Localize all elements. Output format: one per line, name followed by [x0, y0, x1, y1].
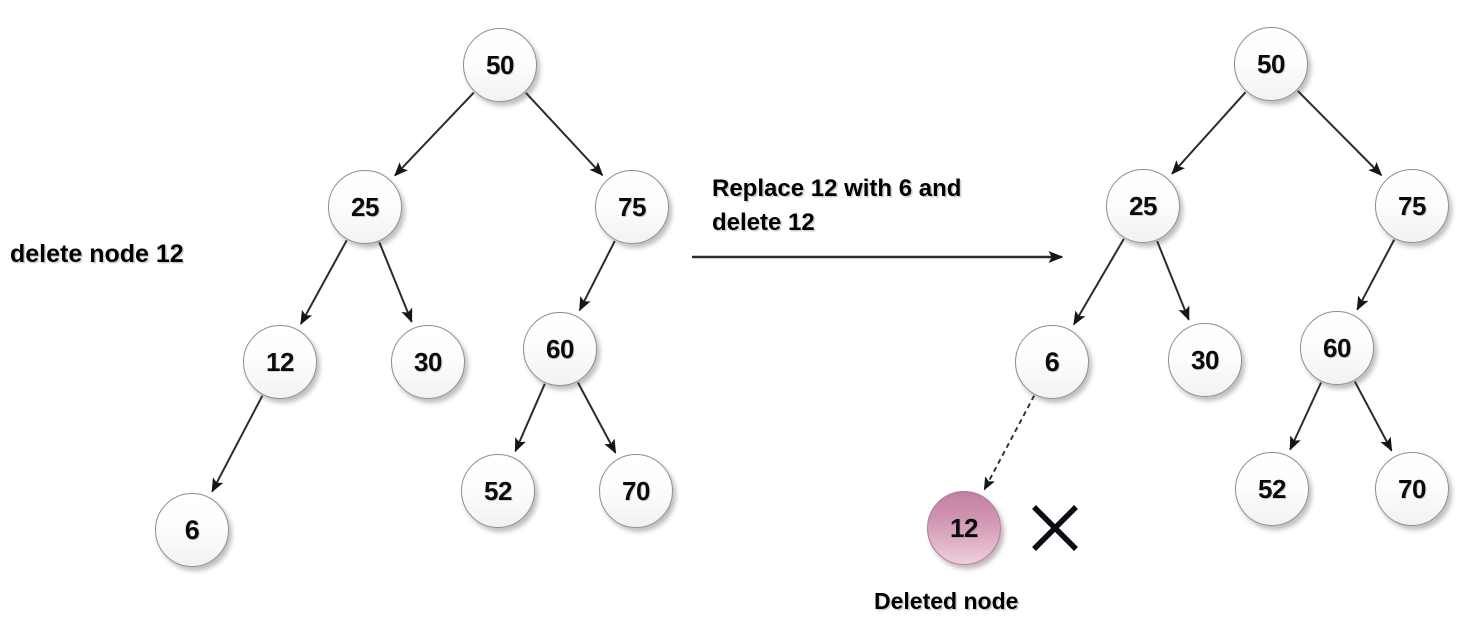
edges — [211, 90, 1396, 493]
tree-node-value: 6 — [184, 514, 200, 545]
tree-node-value: 50 — [1257, 49, 1285, 79]
tree-node[interactable]: 75 — [1375, 169, 1449, 243]
delete-x-icon — [1032, 505, 1078, 551]
tree-edge — [1356, 239, 1396, 311]
tree-edge — [378, 241, 413, 323]
tree-node-value: 30 — [1191, 345, 1219, 375]
tree-node-value: 25 — [1129, 191, 1157, 221]
tree-node[interactable]: 25 — [1106, 169, 1180, 243]
tree-node[interactable]: 50 — [1234, 27, 1308, 101]
tree-node[interactable]: 12 — [243, 325, 317, 399]
tree-node[interactable]: 70 — [599, 454, 673, 528]
tree-node-value: 60 — [546, 334, 574, 364]
tree-node-value: 75 — [618, 192, 646, 222]
tree-edge — [394, 91, 475, 177]
x-stroke — [1032, 505, 1078, 551]
tree-node-value: 50 — [486, 50, 514, 80]
tree-node-value: 12 — [266, 347, 294, 377]
tree-edge — [1156, 240, 1190, 321]
tree-node-value: 52 — [1258, 474, 1286, 504]
tree-node-value: 6 — [1044, 346, 1060, 377]
tree-edge — [514, 383, 546, 453]
tree-node[interactable]: 50 — [463, 28, 537, 102]
tree-node[interactable]: 52 — [461, 454, 535, 528]
tree-node[interactable]: 30 — [1168, 323, 1242, 397]
tree-edge — [1289, 382, 1322, 451]
tree-edge — [1353, 381, 1393, 452]
tree-edge — [1073, 238, 1125, 326]
tree-node-value: 25 — [351, 192, 379, 222]
tree-edge — [1171, 91, 1247, 175]
tree-node-value: 12 — [950, 513, 978, 543]
tree-node-value: 70 — [1398, 474, 1426, 504]
tree-edge — [525, 92, 604, 177]
tree-node[interactable]: 70 — [1375, 452, 1449, 526]
tree-edge — [211, 395, 264, 493]
tree-node-value: 75 — [1398, 191, 1426, 221]
tree-node-value: 70 — [622, 476, 650, 506]
tree-node[interactable]: 6 — [155, 493, 229, 567]
tree-node[interactable]: 30 — [391, 325, 465, 399]
tree-node[interactable]: 52 — [1235, 452, 1309, 526]
deleted-tree-node[interactable]: 12 — [927, 491, 1001, 565]
left-caption-label: delete node 12 — [10, 240, 184, 268]
tree-edge — [1297, 90, 1383, 176]
tree-node[interactable]: 60 — [1300, 311, 1374, 385]
tree-edge — [578, 240, 616, 312]
tree-node-value: 30 — [414, 347, 442, 377]
tree-edge — [300, 239, 348, 325]
tree-edge — [983, 395, 1036, 491]
tree-node[interactable]: 75 — [595, 170, 669, 244]
tree-node[interactable]: 6 — [1015, 325, 1089, 399]
transition-caption-label: Replace 12 with 6 and delete 12 — [712, 175, 962, 237]
tree-node-value: 60 — [1323, 333, 1351, 363]
tree-node-value: 52 — [484, 476, 512, 506]
tree-node[interactable]: 25 — [328, 170, 402, 244]
deleted-node-caption-label: Deleted node — [874, 588, 1019, 614]
tree-edge — [577, 382, 617, 454]
tree-node[interactable]: 60 — [523, 312, 597, 386]
